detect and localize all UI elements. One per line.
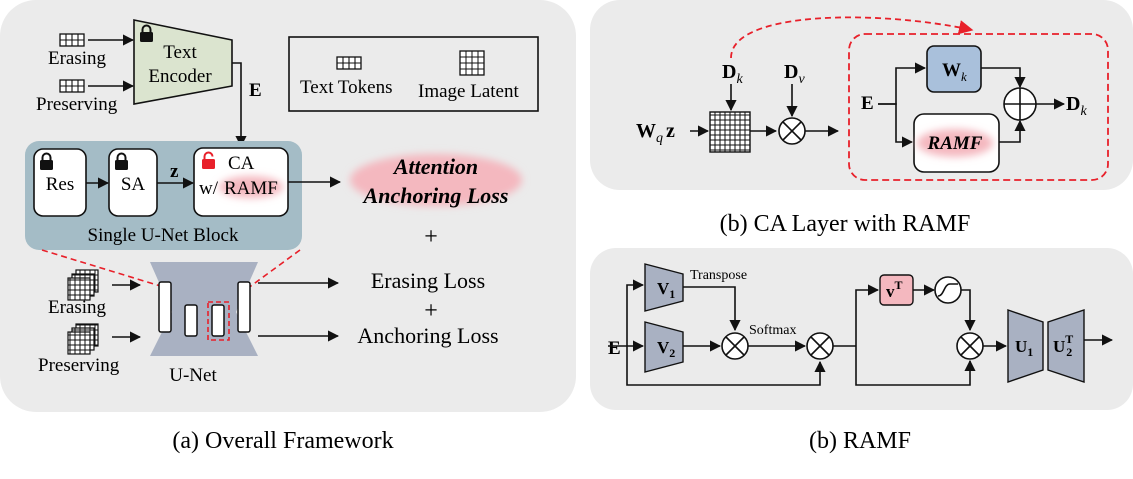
multiply-icon — [806, 332, 834, 360]
u1-block — [1007, 309, 1044, 383]
transpose-label: Transpose — [690, 268, 747, 283]
sum-icon — [1003, 87, 1037, 121]
plus-sign-1: + — [424, 224, 438, 250]
wk-label: Wk — [942, 60, 967, 84]
dk-reference-arrow — [730, 16, 974, 59]
text-tokens-icon — [336, 56, 362, 70]
arrow-e-to-v1 — [626, 279, 645, 346]
softmax-label: Softmax — [749, 323, 796, 338]
anchoring-loss-label: Anchoring Loss — [357, 323, 498, 348]
arrow-embedding-to-ca — [232, 62, 247, 148]
panel-c-caption: (b) RAMF — [809, 428, 911, 454]
plus-sign-2: + — [424, 298, 438, 324]
dv-top-label: Dv — [784, 61, 805, 87]
ramf-label: RAMF — [927, 133, 983, 154]
dk-output-label: Dk — [1066, 93, 1087, 119]
arrow-v1-transpose — [683, 286, 741, 332]
z-label: z — [170, 161, 179, 182]
panel-a-caption: (a) Overall Framework — [172, 428, 393, 454]
v2-block — [644, 321, 684, 373]
unet-layer — [184, 304, 198, 337]
v1-block — [644, 263, 684, 312]
single-unet-block-title: Single U-Net Block — [88, 225, 239, 246]
arrow-to-vt — [855, 284, 880, 346]
arrow-e-to-ramf — [878, 103, 914, 148]
ca-ramf-label: RAMF — [224, 178, 278, 199]
arrow-sigmoid-to-multiply — [961, 289, 976, 332]
image-latent-icon — [459, 50, 485, 76]
ramf-highlight — [219, 176, 283, 198]
sigmoid-icon — [934, 276, 962, 304]
image-latent-stack-icon — [67, 269, 99, 301]
legend-image-latent: Image Latent — [418, 81, 519, 102]
panel-a: Erasing Preserving Text Encoder E Text T… — [0, 0, 576, 412]
attention-loss-highlight — [350, 154, 522, 206]
ca-label: CA — [228, 153, 255, 174]
attention-matrix-icon — [709, 111, 751, 153]
vt-label: vT — [886, 278, 903, 301]
ca-w-label: w/ — [199, 178, 219, 199]
unet-layer — [237, 281, 251, 333]
v2-label: V2 — [657, 338, 675, 360]
erasing-loss-label: Erasing Loss — [371, 268, 485, 293]
u2t-block — [1047, 309, 1085, 383]
panel-c-background — [590, 248, 1133, 410]
unet-shape — [150, 262, 258, 356]
attention-loss-line1: Attention — [392, 154, 478, 179]
text-encoder-line1: Text — [163, 42, 197, 63]
arrow-e-skip — [626, 346, 826, 386]
legend-text-tokens: Text Tokens — [300, 77, 393, 98]
text-encoder-line2: Encoder — [148, 66, 212, 87]
unet-layer — [158, 281, 172, 333]
embedding-label: E — [249, 80, 262, 101]
wk-box — [926, 45, 982, 93]
lower-preserving-label: Preserving — [38, 355, 120, 376]
u1-label: U1 — [1015, 337, 1033, 359]
legend-box — [288, 36, 539, 112]
text-tokens-icon — [59, 33, 85, 47]
res-label: Res — [46, 174, 75, 195]
e-label: E — [861, 93, 874, 114]
image-latent-stack-icon — [67, 323, 99, 355]
lower-erasing-label: Erasing — [48, 297, 107, 318]
multiply-icon — [956, 332, 984, 360]
unet-zoom-box — [207, 301, 230, 341]
multiply-icon — [721, 332, 749, 360]
text-encoder — [133, 19, 233, 105]
arrow-ramf-to-sum — [999, 119, 1026, 143]
multiply-icon — [778, 117, 806, 145]
arrow-wk-to-sum — [981, 67, 1026, 89]
ramf-highlight — [917, 129, 993, 157]
input-erasing-label: Erasing — [48, 48, 107, 69]
dk-top-label: Dk — [722, 61, 743, 87]
unet-label: U-Net — [169, 365, 217, 386]
sa-label: SA — [121, 174, 146, 195]
ca-ramf-dashed-box — [848, 33, 1109, 181]
arrow-skip-to-multiply — [855, 346, 976, 386]
e-label: E — [608, 338, 621, 359]
panel-b-caption: (b) CA Layer with RAMF — [720, 211, 971, 237]
input-preserving-label: Preserving — [36, 94, 118, 115]
attention-loss-line2: Anchoring Loss — [362, 183, 509, 208]
unlock-icon — [202, 151, 215, 169]
text-tokens-icon — [59, 79, 85, 93]
v1-label: V1 — [657, 279, 675, 301]
unet-layer — [211, 304, 225, 337]
